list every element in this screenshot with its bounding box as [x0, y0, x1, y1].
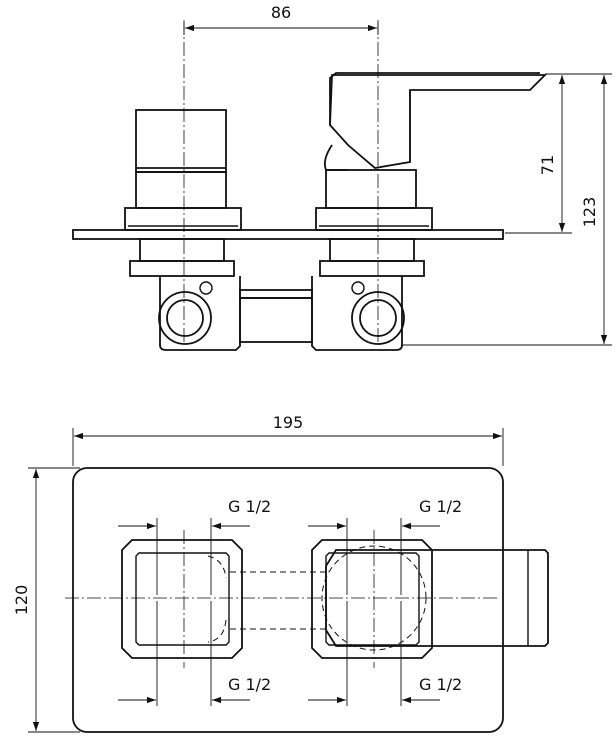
left-knob [124, 109, 242, 277]
thread-marker-bottom-left: G 1/2 [118, 601, 271, 706]
dimension-label-86: 86 [271, 3, 291, 22]
thread-label-top-right: G 1/2 [419, 497, 462, 516]
thread-label-top-left: G 1/2 [228, 497, 271, 516]
cover-plate [72, 467, 504, 733]
mixer-spout [315, 72, 548, 277]
right-handle [311, 539, 433, 659]
thread-label-bottom-right: G 1/2 [419, 675, 462, 694]
dimension-123: 123 [580, 75, 608, 344]
left-handle [121, 539, 243, 659]
thread-label-bottom-left: G 1/2 [228, 675, 271, 694]
valve-body [158, 276, 405, 351]
side-view: 86 71 123 [72, 3, 612, 351]
thread-marker-top-right: G 1/2 [308, 497, 462, 595]
thread-marker-bottom-right: G 1/2 [308, 601, 462, 706]
dimension-195: 195 [72, 413, 504, 466]
mixer-lever [325, 549, 549, 647]
dimension-label-123: 123 [580, 197, 599, 228]
dimension-120: 120 [12, 467, 80, 733]
dimension-label-71: 71 [538, 155, 557, 175]
dimension-86: 86 [183, 3, 379, 35]
dimension-71: 71 [538, 75, 566, 232]
wall-plate [72, 229, 504, 240]
dimension-label-120: 120 [12, 585, 31, 616]
thread-marker-top-left: G 1/2 [118, 497, 271, 595]
dimension-label-195: 195 [273, 413, 304, 432]
front-view: G 1/2 G 1/2 G 1/2 G 1/2 [12, 413, 549, 733]
